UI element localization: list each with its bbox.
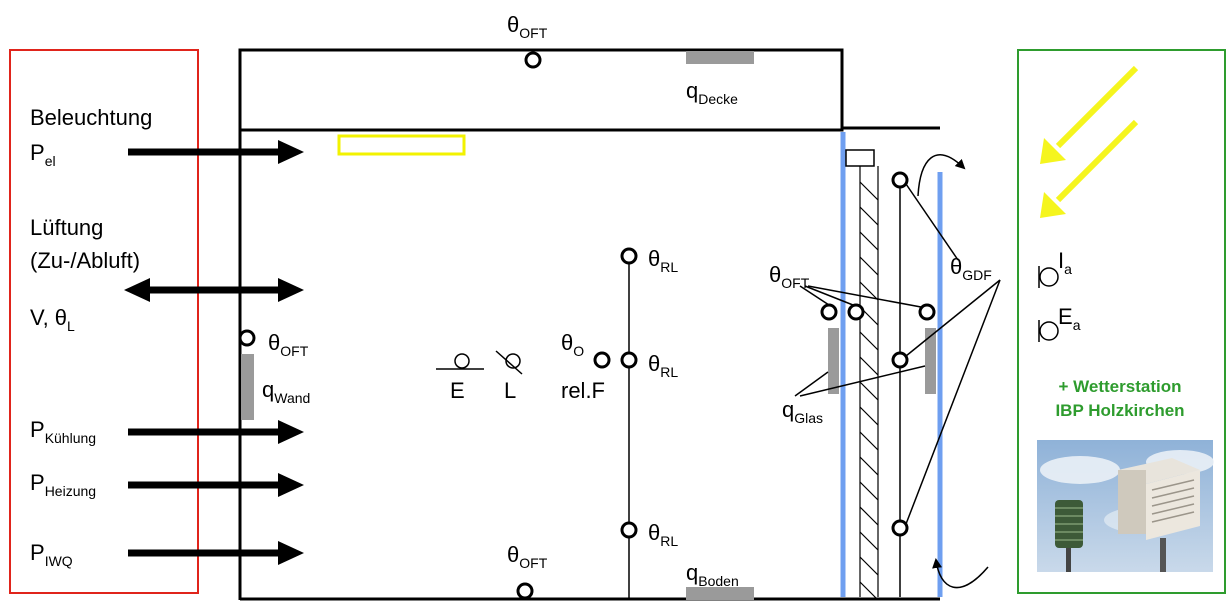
air-temp-sensor-top bbox=[620, 247, 638, 265]
room-outline bbox=[238, 48, 940, 601]
heating-arrow bbox=[128, 473, 304, 497]
i-a-label: Ia bbox=[1058, 248, 1072, 277]
gap-temp-sensor-middle bbox=[891, 351, 909, 369]
blind-slat bbox=[859, 256, 879, 276]
beleuchtung-label: Beleuchtung bbox=[30, 105, 152, 130]
blind-slat bbox=[859, 281, 879, 301]
blind-slats bbox=[859, 181, 879, 601]
blind-slat bbox=[859, 556, 879, 576]
ceiling-heatflux-plate bbox=[686, 51, 754, 64]
theta-rl-bottom-label: θRL bbox=[648, 520, 678, 549]
floor-heatflux-plate bbox=[686, 587, 754, 600]
outflow-arrow bbox=[917, 154, 966, 197]
luminance-sensor-icon bbox=[495, 350, 523, 375]
p-heizung-label: PHeizung bbox=[30, 470, 96, 499]
q-decke-label: qDecke bbox=[686, 78, 738, 107]
weather-panel bbox=[1017, 49, 1226, 594]
p-iwq-label: PIWQ bbox=[30, 540, 73, 569]
blind-slat bbox=[859, 381, 879, 401]
blind-slat bbox=[859, 206, 879, 226]
blind-slat bbox=[859, 456, 879, 476]
lighting-arrow bbox=[128, 140, 304, 164]
q-boden-label: qBoden bbox=[686, 560, 739, 589]
blind-slat bbox=[859, 406, 879, 426]
illuminance-sensor-icon bbox=[436, 353, 484, 370]
theta-oft-glass-leaders bbox=[799, 285, 922, 308]
theta-oft-ceiling-label: θOFT bbox=[507, 12, 548, 41]
ceiling-temp-sensor bbox=[524, 51, 542, 69]
theta-oft-wall-label: θOFT bbox=[268, 330, 309, 359]
theta-oft-floor-label: θOFT bbox=[507, 542, 548, 571]
air-temp-sensor-middle bbox=[620, 351, 638, 369]
sun-arrow-1 bbox=[1040, 65, 1139, 164]
v-theta-l-label: V,θL bbox=[30, 305, 75, 334]
l-label: L bbox=[504, 378, 516, 403]
blind-slat bbox=[859, 531, 879, 551]
theta-gdf-label: θGDF bbox=[950, 254, 992, 283]
iwq-arrow bbox=[128, 541, 304, 565]
theta-rl-middle-label: θRL bbox=[648, 351, 678, 380]
operative-temp-sensor bbox=[593, 351, 611, 369]
weather-station-line2: IBP Holzkirchen bbox=[1055, 401, 1184, 420]
blind-slat bbox=[859, 331, 879, 351]
wall-temp-sensor bbox=[238, 329, 256, 347]
glass-surface-sensor-3 bbox=[918, 303, 936, 321]
floor-temp-sensor bbox=[516, 582, 534, 600]
theta-o-label: θO bbox=[561, 330, 584, 359]
blind-slat bbox=[859, 181, 879, 201]
blind-slat bbox=[859, 231, 879, 251]
blind-slat bbox=[859, 481, 879, 501]
lueftung-label: Lüftung bbox=[30, 215, 103, 240]
zu-abluft-label: (Zu-/Abluft) bbox=[30, 248, 140, 273]
q-wand-label: qWand bbox=[262, 377, 310, 406]
e-a-label: Ea bbox=[1058, 304, 1081, 333]
theta-oft-glass-label: θOFT bbox=[769, 262, 810, 291]
glass-surface-sensor-2 bbox=[847, 303, 865, 321]
gap-temp-sensor-bottom bbox=[891, 519, 909, 537]
blind-slat bbox=[859, 431, 879, 451]
glass-surface-sensor-1 bbox=[820, 303, 838, 321]
theta-rl-top-label: θRL bbox=[648, 246, 678, 275]
weather-station-photo bbox=[1037, 440, 1214, 572]
ventilation-arrow bbox=[124, 278, 304, 302]
blind-slat bbox=[859, 581, 879, 601]
sun-arrow-2 bbox=[1040, 119, 1139, 218]
q-glas-leaders bbox=[794, 365, 926, 397]
rel-f-label: rel.F bbox=[561, 378, 605, 403]
q-glas-label: qGlas bbox=[782, 397, 823, 426]
cooling-arrow bbox=[128, 420, 304, 444]
outer-glass-heatflux-plate bbox=[925, 328, 936, 394]
inner-glass-heatflux-plate bbox=[828, 328, 839, 394]
weather-station-line1: + Wetterstation bbox=[1059, 377, 1182, 396]
ceiling-lamp bbox=[337, 134, 466, 156]
inflow-arrow bbox=[932, 558, 989, 589]
p-el-label: Pel bbox=[30, 140, 56, 169]
e-label: E bbox=[450, 378, 465, 403]
blind-box bbox=[845, 149, 875, 167]
irradiance-sensor-icon bbox=[1038, 266, 1059, 288]
wall-heatflux-plate bbox=[241, 354, 254, 420]
inputs-panel bbox=[9, 49, 199, 594]
blind-slat bbox=[859, 506, 879, 526]
gap-temp-sensor-top bbox=[891, 171, 909, 189]
air-temp-sensor-bottom bbox=[620, 521, 638, 539]
blind-slat bbox=[859, 356, 879, 376]
p-kuehlung-label: PKühlung bbox=[30, 417, 96, 446]
outdoor-illuminance-sensor-icon bbox=[1038, 320, 1059, 342]
theta-gdf-leaders bbox=[905, 183, 1001, 525]
